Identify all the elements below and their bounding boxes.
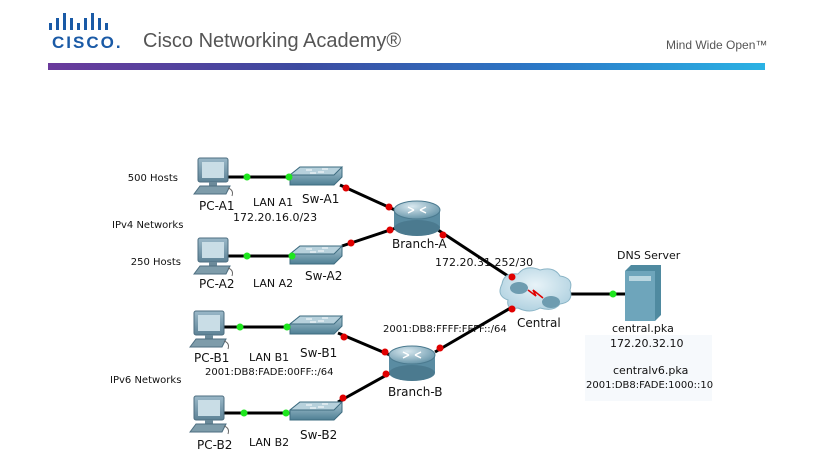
ipv4-networks-note: IPv4 Networks: [112, 220, 183, 231]
sw-a1-label: Sw-A1: [302, 192, 339, 206]
lan-a1-label: LAN A1: [253, 196, 293, 209]
pc-a2-label: PC-A2: [199, 277, 235, 291]
pc-b2-label: PC-B2: [197, 438, 232, 451]
tagline: Mind Wide Open™: [666, 38, 768, 52]
lan-b1-network: 2001:DB8:FADE:00FF::/64: [205, 367, 333, 378]
lan-a2-label: LAN A2: [253, 277, 293, 290]
server-file-v6: centralv6.pka: [613, 364, 688, 377]
server-ip-v4: 172.20.32.10: [610, 337, 683, 350]
pc-a1-label: PC-A1: [199, 199, 235, 213]
branch-a-router-icon[interactable]: [393, 200, 441, 237]
lan-a1-network: 172.20.16.0/23: [233, 211, 317, 224]
sw-b1-icon[interactable]: [289, 315, 343, 335]
dns-server-icon[interactable]: [625, 265, 661, 321]
header-gradient-bar: [48, 63, 765, 70]
lan-b1-label: LAN B1: [249, 351, 289, 364]
ipv6-networks-note: IPv6 Networks: [110, 375, 181, 386]
link-brancha-central: [437, 228, 515, 282]
pc-a1-icon[interactable]: [193, 157, 233, 197]
link-swb2-branchb: [337, 370, 393, 404]
pc-b1-label: PC-B1: [194, 351, 229, 365]
hosts-a2-note: 250 Hosts: [131, 257, 181, 268]
link-branchb-central: [434, 304, 515, 354]
cisco-logo-bars-icon: [49, 13, 108, 30]
central-cloud-icon[interactable]: [499, 267, 572, 312]
central-label: Central: [517, 316, 561, 330]
branch-b-label: Branch-B: [388, 385, 442, 399]
dns-server-label: DNS Server: [617, 249, 681, 262]
branch-a-label: Branch-A: [392, 237, 447, 251]
pc-a2-icon[interactable]: [193, 237, 233, 277]
link-status-dots: [236, 173, 617, 417]
server-file-v4: central.pka: [612, 322, 674, 335]
cisco-logo: CISCO.: [52, 33, 123, 52]
sw-a2-icon[interactable]: [289, 245, 343, 265]
pc-b1-icon[interactable]: [189, 310, 229, 350]
wan-a-network: 172.20.31.252/30: [435, 256, 533, 269]
page-title: Cisco Networking Academy®: [143, 30, 402, 52]
pc-b2-icon[interactable]: [189, 395, 229, 435]
branch-b-router-icon[interactable]: [388, 345, 436, 382]
sw-a2-label: Sw-A2: [305, 269, 342, 283]
lan-b2-label: LAN B2: [249, 436, 289, 449]
sw-a1-icon[interactable]: [289, 166, 343, 186]
sw-b1-label: Sw-B1: [300, 346, 337, 360]
server-ip-v6: 2001:DB8:FADE:1000::10: [586, 380, 713, 391]
sw-b2-label: Sw-B2: [300, 428, 337, 442]
hosts-a1-note: 500 Hosts: [128, 173, 178, 184]
server-info-box: [585, 335, 712, 401]
sw-b2-icon[interactable]: [289, 401, 343, 421]
wan-b-network: 2001:DB8:FFFF:FFFF::/64: [383, 324, 507, 335]
